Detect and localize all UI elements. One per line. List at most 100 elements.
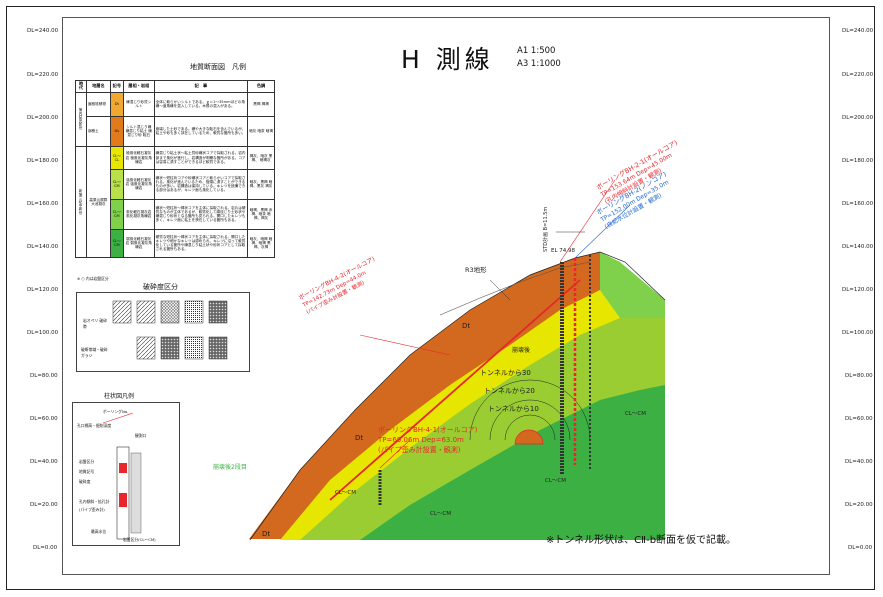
legend-color: 黒褐 褐褐 <box>247 91 275 117</box>
legend-color: 褐灰、暗灰 黒褐、 暗褐灰 <box>247 145 275 170</box>
elev-left-0: DL=0.00 <box>33 545 58 551</box>
legend-color: 暗灰 暗茶 暗褐 <box>247 115 275 147</box>
tunnel-distance-30: トンネルから30 <box>480 369 531 377</box>
elev-left-180: DL=180.00 <box>27 158 59 164</box>
dt-label-1: Dt <box>462 322 470 330</box>
fracture-swatch <box>208 300 228 324</box>
elev-left-160: DL=160.00 <box>27 201 59 207</box>
column-label: 地質記号 <box>79 469 95 474</box>
elev-right-80: DL=80.00 <box>845 373 873 379</box>
elev-right-220: DL=220.00 <box>842 72 874 78</box>
collapse-label: 崩壊後 <box>512 346 530 354</box>
scale-a3: A3 1:1000 <box>517 59 561 69</box>
column-label: 観測口 <box>135 433 147 438</box>
elev-right-40: DL=40.00 <box>845 459 873 465</box>
stratum-green <box>360 385 665 540</box>
boring-bh4-1-label: ボーリングBH-4-1(オールコア) <box>378 425 478 434</box>
fracture-label-1: 岩オペリ 破砕帯 <box>83 318 107 329</box>
column-legend-drawing <box>102 412 142 540</box>
drawing-title: H 測線 <box>401 45 494 74</box>
leader-line <box>559 179 616 263</box>
elev-right-240: DL=240.00 <box>842 28 874 34</box>
fracture-title: 破砕度区分 <box>143 283 178 291</box>
tunnel-distance-10: トンネルから10 <box>488 405 539 413</box>
fracture-swatch <box>136 336 156 360</box>
fracture-swatch <box>184 336 204 360</box>
legend-facies: 弱風化軽石凝灰岩 弱風化凝灰角礫岩 <box>122 228 155 258</box>
column-label: 最高水位 <box>91 529 107 534</box>
column-label: 孔口標高・掘削深度 <box>77 423 112 428</box>
stratum-top-green <box>600 252 665 318</box>
rock-class-label: CL～CM <box>625 411 646 417</box>
leader-line <box>102 412 134 424</box>
tunnel-section <box>514 429 544 445</box>
legend-row: 新第三紀中新世 高栗山層群大池凝灰 CL～CL 極風化軽石凝灰岩 極風化凝灰角礫… <box>75 145 275 258</box>
ground-surface-line <box>249 251 666 541</box>
after-collapse-2-label: 崩壊後2段目 <box>213 463 247 471</box>
column-label: ボーリングNo. <box>103 409 129 414</box>
legend-subformation: 高栗山層群大池凝灰 <box>85 145 111 258</box>
column-marker <box>119 493 127 507</box>
legend-era-neogene: 新第三紀中新世 <box>75 145 87 258</box>
elev-left-80: DL=80.00 <box>30 373 58 379</box>
elev-left-220: DL=220.00 <box>27 72 59 78</box>
column-label: 破砕度 <box>79 479 91 484</box>
r3-terrain-line <box>439 261 591 316</box>
dt-label-3: Dt <box>262 530 270 538</box>
legend-table: 時代 地層名 記号 層相・岩相 記 事 色調 第四紀完新世 崖錐堆積物 Dt 礫… <box>75 80 275 258</box>
elev-right-160: DL=160.00 <box>842 201 874 207</box>
el-label: EL 74.98 <box>551 248 576 254</box>
elev-left-60: DL=60.00 <box>30 416 58 422</box>
legend-symbol: Dt <box>109 91 124 117</box>
column-label: (パイプ歪み計) <box>79 507 105 512</box>
legend-symbol: CL～CM <box>109 198 124 230</box>
boring-bh4-1-tp: TP=69.06m Dep=63.0m <box>377 436 464 444</box>
rock-class-label: CL～CM <box>430 511 451 517</box>
fracture-label-2: 破断帯域・破砕ガラジ <box>81 347 108 358</box>
fracture-swatch <box>136 300 156 324</box>
legend-note: 崩壊した土砂である。礫や大きな転石を含んでいるが、粘土や砂も多く挟在しているため… <box>153 115 249 147</box>
legend-header-row: 時代 地層名 記号 層相・岩相 記 事 色調 <box>75 80 275 93</box>
column-strip <box>130 452 142 534</box>
outer-frame <box>6 6 875 590</box>
column-label: 岩盤区分(CL～CM) <box>123 537 156 542</box>
tunnel-arc <box>489 399 571 441</box>
elev-left-200: DL=200.00 <box>27 115 59 121</box>
legend-note: 礫状～短柱状コアや砂礫状コアと軟らかいコアで採取される。風化が進んでいるため、指… <box>153 168 249 200</box>
legend-footnote: ※ ○ 内は岩盤区分 <box>77 276 109 281</box>
elev-right-120: DL=120.00 <box>842 287 874 293</box>
fracture-swatch <box>160 336 180 360</box>
r3-terrain-label: R3地形 <box>465 265 487 274</box>
fracture-swatch <box>112 300 132 324</box>
dt-label-2: Dt <box>355 434 363 442</box>
elev-right-100: DL=100.00 <box>842 330 874 336</box>
elev-right-20: DL=20.00 <box>845 502 873 508</box>
column-label: 孔内傾斜・拡孔計 <box>79 499 110 504</box>
leader-line <box>379 439 411 469</box>
elev-right-0: DL=0.00 <box>848 545 873 551</box>
elev-left-120: DL=120.00 <box>27 287 59 293</box>
elev-right-140: DL=140.00 <box>842 244 874 250</box>
legend-note: 硬質な短柱状～棒状コアを主体に採取される。開口したキレツや細かなキレツは認められ… <box>153 228 249 258</box>
legend-note: 全体に軟らかいシルトである。ｇ＝1～35mmほどの角礫～亜角礫を混入している。木… <box>153 91 249 117</box>
tunnel-shape-note: ※トンネル形状は、CⅡ-b断面を仮で記載。 <box>546 533 736 546</box>
fracture-swatch <box>160 300 180 324</box>
scale-a1: A1 1:500 <box>517 46 556 56</box>
column-legend-title: 柱状図凡例 <box>104 393 135 400</box>
elev-left-240: DL=240.00 <box>27 28 59 34</box>
column-marker <box>119 463 127 473</box>
control-point-label: STD計画 B=11.5m <box>542 207 549 252</box>
fracture-panel: 岩オペリ 破砕帯 破断帯域・破砕ガラジ <box>76 292 250 372</box>
column-label: 岩盤区分 <box>79 459 95 464</box>
legend-color: 暗灰、暗褐 暗褐、暗褐 黒褐、灰褐 <box>247 228 275 258</box>
column-legend-panel: ボーリングNo. 孔口標高・掘削深度 観測口 岩盤区分 地質記号 破砕度 孔内傾… <box>72 402 180 546</box>
leader-line <box>489 279 511 301</box>
elev-left-40: DL=40.00 <box>30 459 58 465</box>
boring-bh4-1-note: (パイプ歪み計設置・観測) <box>378 445 461 454</box>
elev-right-180: DL=180.00 <box>842 158 874 164</box>
legend-row: 崩積土 Ds シルト混じり礫 礫混じり粘土 礫混じり砂 転石 崩壊した土砂である… <box>76 115 275 147</box>
tunnel-arc <box>504 414 556 441</box>
leader-line <box>359 334 451 356</box>
fracture-swatch <box>184 300 204 324</box>
